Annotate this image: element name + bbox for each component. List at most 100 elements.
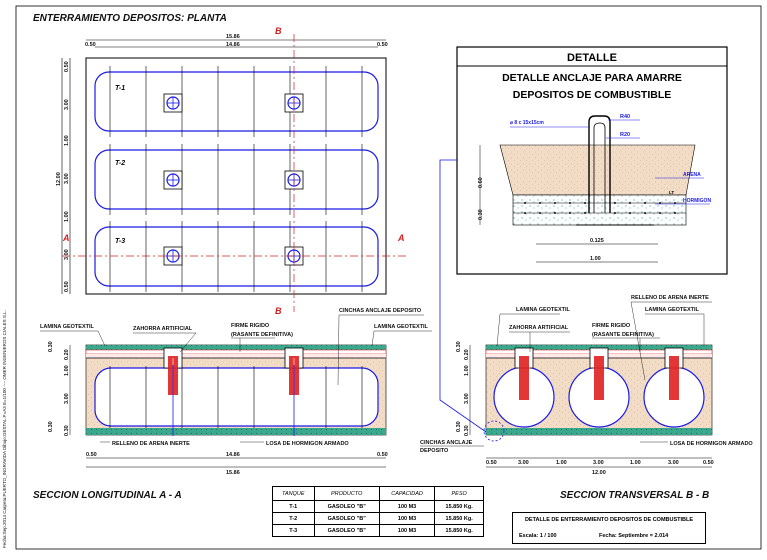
svg-text:0.20: 0.20 <box>64 349 70 360</box>
trans-label-losa: LOSA DE HORMIGON ARMADO <box>670 441 753 447</box>
dim-left-total: 12.00 <box>56 172 62 186</box>
tank-label-t2: T-2 <box>115 160 125 167</box>
svg-text:0.30: 0.30 <box>64 425 70 436</box>
title-block: DETALLE DE ENTERRAMIENTO DEPOSITOS DE CO… <box>512 512 706 544</box>
trans-label-relleno: RELLENO DE ARENA INERTE <box>631 295 709 301</box>
sheet-border <box>15 5 762 550</box>
svg-text:3.00: 3.00 <box>64 249 70 260</box>
svg-text:1.00: 1.00 <box>64 365 70 376</box>
tank-label-t1: T-1 <box>115 85 125 92</box>
section-mark-b-top: B <box>275 26 282 36</box>
title-block-date: Fecha: Septiembre = 2.014 <box>599 533 669 539</box>
plan-tank-3: T-3 <box>94 221 379 292</box>
detail-box: DETALLE DETALLE ANCLAJE PARA AMARRE DEPO… <box>456 46 728 275</box>
svg-text:0.20: 0.20 <box>464 349 470 360</box>
long-label-cinchas: CINCHAS ANCLAJE DEPOSITO <box>339 308 422 314</box>
long-label-zahorra: ZAHORRA ARTIFICIAL <box>133 326 193 332</box>
section-mark-a-left: A <box>62 233 70 243</box>
trans-label-rasante: (RASANTE DEFINITIVA) <box>592 332 654 338</box>
long-label-rasante: (RASANTE DEFINITIVA) <box>231 332 293 338</box>
long-label-relleno: RELLENO DE ARENA INERTE <box>112 441 190 447</box>
detail-rebar-label: ⌀ 8 c 15x15cm <box>510 120 544 126</box>
svg-text:0.50: 0.50 <box>86 452 97 458</box>
svg-text:1.00: 1.00 <box>556 460 567 466</box>
detail-sand-layer <box>499 144 696 196</box>
longitudinal-section: LAMINA GEOTEXTIL ZAHORRA ARTIFICIAL FIRM… <box>40 308 432 476</box>
plan-tank-1: T-1 <box>94 66 379 137</box>
th-peso: PESO <box>434 486 484 501</box>
detail-title-1: DETALLE ANCLAJE PARA AMARRE <box>502 72 682 84</box>
long-label-lamina-left: LAMINA GEOTEXTIL <box>40 324 95 330</box>
dim-top-left: 0.50 <box>85 42 96 48</box>
plan-left-dimensions: 12.00 0.50 3.00 1.00 3.00 1.00 3.00 0.50 <box>56 58 71 294</box>
svg-text:15.86: 15.86 <box>226 470 240 476</box>
svg-text:3.00: 3.00 <box>64 393 70 404</box>
detail-header: DETALLE <box>567 52 617 64</box>
svg-text:1.00: 1.00 <box>64 135 70 146</box>
svg-text:1.00: 1.00 <box>464 365 470 376</box>
detail-dim-030: 0.30 <box>478 209 484 220</box>
svg-text:0.50: 0.50 <box>703 460 714 466</box>
svg-text:3.00: 3.00 <box>64 173 70 184</box>
plan-excavation-outline <box>85 57 387 295</box>
trans-label-zahorra: ZAHORRA ARTIFICIAL <box>509 325 569 331</box>
svg-text:0.50: 0.50 <box>64 61 70 72</box>
svg-text:0.30: 0.30 <box>48 341 54 352</box>
svg-text:0.30: 0.30 <box>48 421 54 432</box>
dim-top-total: 15.86 <box>226 34 240 40</box>
detail-arena-label: ARENA <box>683 172 701 178</box>
svg-text:0.30: 0.30 <box>464 425 470 436</box>
svg-text:0.30: 0.30 <box>456 421 462 432</box>
section-mark-b-bottom: B <box>275 306 282 316</box>
detail-anchor-bar <box>588 115 611 213</box>
svg-text:12.00: 12.00 <box>592 470 606 476</box>
long-label-lamina-right: LAMINA GEOTEXTIL <box>374 324 429 330</box>
section-line-b: B B <box>275 26 295 316</box>
trans-label-firme: FIRME RIGIDO <box>592 323 631 329</box>
side-note: Fecha:Sep.2014 Carpeta:PUERTO_INGRAVIDA … <box>2 310 7 548</box>
detail-concrete-slab <box>512 194 687 226</box>
svg-text:3.00: 3.00 <box>518 460 529 466</box>
plan-top-dimensions: 15.86 14.86 0.50 0.50 <box>85 34 388 48</box>
th-tanque: TANQUE <box>272 486 315 501</box>
svg-text:0.50: 0.50 <box>64 281 70 292</box>
trans-label-cinchas-1: CINCHAS ANCLAJE <box>420 440 473 446</box>
section-line-a: A A <box>62 233 408 257</box>
detail-dim-100: 1.00 <box>590 256 601 262</box>
th-producto: PRODUCTO <box>313 486 380 501</box>
plan-tank-2: T-2 <box>94 144 379 215</box>
svg-text:0.50: 0.50 <box>377 452 388 458</box>
detail-r20-label: R20 <box>620 132 630 138</box>
detail-dim-060: 0.60 <box>478 177 484 188</box>
detail-hormigon-label: HORMIGON <box>683 198 711 204</box>
detail-dim-0125: 0.125 <box>590 238 604 244</box>
long-section-title: SECCION LONGITUDINAL A - A <box>33 490 182 501</box>
long-label-losa: LOSA DE HORMIGON ARMADO <box>266 441 349 447</box>
detail-callout-leader <box>439 159 487 433</box>
dim-top-right: 0.50 <box>377 42 388 48</box>
svg-text:14.86: 14.86 <box>226 452 240 458</box>
section-mark-a-right: A <box>397 233 405 243</box>
title-block-title: DETALLE DE ENTERRAMIENTO DEPOSITOS DE CO… <box>524 517 694 523</box>
detail-callout-circle <box>483 420 505 442</box>
transversal-section: RELLENO DE ARENA INERTE LAMINA GEOTEXTIL… <box>420 295 753 476</box>
tank-label-t3: T-3 <box>115 238 125 245</box>
long-label-firme: FIRME RIGIDO <box>231 323 270 329</box>
plan-title: ENTERRAMIENTO DEPOSITOS: PLANTA <box>33 13 227 24</box>
svg-text:3.00: 3.00 <box>64 99 70 110</box>
detail-r40-label: R40 <box>620 114 630 120</box>
svg-text:3.00: 3.00 <box>464 393 470 404</box>
trans-label-lamina-right: LAMINA GEOTEXTIL <box>645 307 700 313</box>
title-block-scale: Escala: 1 / 100 <box>519 533 557 539</box>
detail-title-2: DEPOSITOS DE COMBUSTIBLE <box>513 89 672 101</box>
svg-text:1.00: 1.00 <box>630 460 641 466</box>
trans-label-cinchas-2: DEPOSITO <box>420 448 449 454</box>
detail-lt-label: LT <box>669 190 674 195</box>
svg-text:0.30: 0.30 <box>456 341 462 352</box>
svg-text:3.00: 3.00 <box>593 460 604 466</box>
